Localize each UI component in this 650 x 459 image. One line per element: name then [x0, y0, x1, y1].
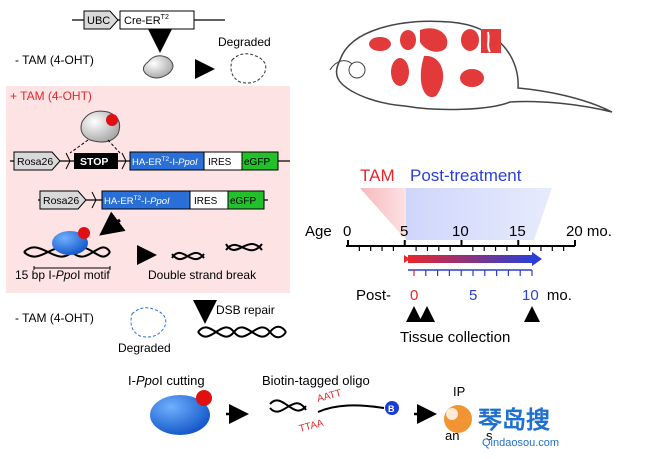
tissue-collection-label: Tissue collection	[400, 329, 510, 346]
dsb-repair-label: DSB repair	[216, 303, 275, 317]
plus-tam-background	[6, 86, 290, 293]
analysis-fragment-2: s	[486, 428, 493, 443]
cre-er-gene: Cre-ERT2	[119, 10, 195, 30]
ip-label: IP	[453, 384, 465, 399]
timeline-panel: TAM Post-treatment Age 0 5 10 15 20 mo. …	[305, 166, 612, 346]
motif-label: 15 bp I-PpoI motif	[15, 268, 110, 282]
seq-bottom: TTAA	[298, 418, 325, 435]
post-treatment-label: Post-treatment	[410, 166, 522, 185]
age-tick-5: 5	[400, 223, 408, 240]
rosa26-locus-1: Rosa26 STOP HA-ERT2-I-PpoI IRES eGFP	[13, 151, 279, 171]
rosa26-locus-2: Rosa26 HA-ERT2-I-PpoI IRES eGFP	[39, 190, 265, 210]
age-tick-10: 10	[452, 223, 469, 240]
age-tick-0: 0	[343, 223, 351, 240]
watermark-logo-icon	[444, 405, 472, 433]
biotin-badge: B	[388, 404, 395, 414]
degraded-label-2: Degraded	[118, 341, 171, 355]
svg-text:Rosa26: Rosa26	[43, 195, 79, 207]
svg-text:IRES: IRES	[194, 196, 218, 207]
plus-tam-label: + TAM (4-OHT)	[10, 89, 92, 103]
degraded-protein	[230, 53, 267, 84]
svg-text:STOP: STOP	[80, 156, 108, 168]
svg-text:HA-ERT2-I-PpoI: HA-ERT2-I-PpoI	[104, 195, 170, 207]
cre-panel: UBC Cre-ERT2 - TAM (4-OHT) Degraded	[15, 10, 271, 84]
post-wedge	[406, 188, 552, 240]
repair-panel: - TAM (4-OHT) Degraded DSB repair	[15, 300, 287, 355]
ppol-on-dna	[23, 227, 111, 258]
dsb-label: Double strand break	[148, 268, 257, 282]
degraded-ppol	[130, 307, 167, 338]
ppol-protein	[150, 390, 212, 435]
svg-text:HA-ERT2-I-PpoI: HA-ERT2-I-PpoI	[132, 156, 198, 168]
age-tick-20: 20 mo.	[566, 223, 612, 240]
tam-ligand	[106, 114, 118, 126]
post-minor-ticks	[413, 270, 533, 276]
minus-tam-label: - TAM (4-OHT)	[15, 53, 94, 67]
post-tick-0: 0	[410, 287, 418, 304]
watermark-url: Qindaosou.com	[482, 437, 559, 449]
age-label: Age	[305, 223, 332, 240]
minus-tam-label-2: - TAM (4-OHT)	[15, 311, 94, 325]
svg-text:Rosa26: Rosa26	[17, 156, 53, 168]
tam-wedge	[360, 188, 406, 240]
mouse-illustration	[329, 20, 613, 113]
ippol-cutting-label: I-PpoI cutting	[128, 373, 205, 388]
post-tick-5: 5	[469, 287, 477, 304]
oligo-dna: AATT TTAA B	[269, 388, 399, 435]
svg-text:eGFP: eGFP	[230, 196, 256, 207]
broken-dna	[171, 243, 263, 261]
watermark-brand: 琴岛搜	[478, 406, 550, 434]
bottom-panel: I-PpoI cutting Biotin-tagged oligo AATT …	[128, 373, 493, 443]
watermark: 琴岛搜 Qindaosou.com	[444, 405, 559, 449]
svg-text:UBC: UBC	[87, 15, 110, 27]
tam-label: TAM	[360, 166, 395, 185]
plus-tam-panel: + TAM (4-OHT) Rosa26 STOP HA-ERT2-I-PpoI…	[6, 86, 290, 293]
seq-top: AATT	[316, 388, 343, 405]
post-label: Post-	[356, 287, 391, 304]
cre-protein	[142, 55, 174, 79]
biotin-label: Biotin-tagged oligo	[262, 373, 370, 388]
age-minor-ticks	[347, 240, 576, 251]
repaired-dna	[197, 325, 287, 339]
degraded-label: Degraded	[218, 35, 271, 49]
diagonal-arrow	[99, 211, 126, 236]
svg-text:eGFP: eGFP	[244, 157, 270, 168]
treatment-bar	[408, 255, 532, 263]
age-tick-15: 15	[509, 223, 526, 240]
svg-text:IRES: IRES	[208, 157, 232, 168]
post-tick-10: 10 mo.	[522, 287, 572, 304]
ubc-promoter: UBC	[83, 10, 119, 30]
svg-text:Cre-ERT2: Cre-ERT2	[124, 14, 169, 27]
